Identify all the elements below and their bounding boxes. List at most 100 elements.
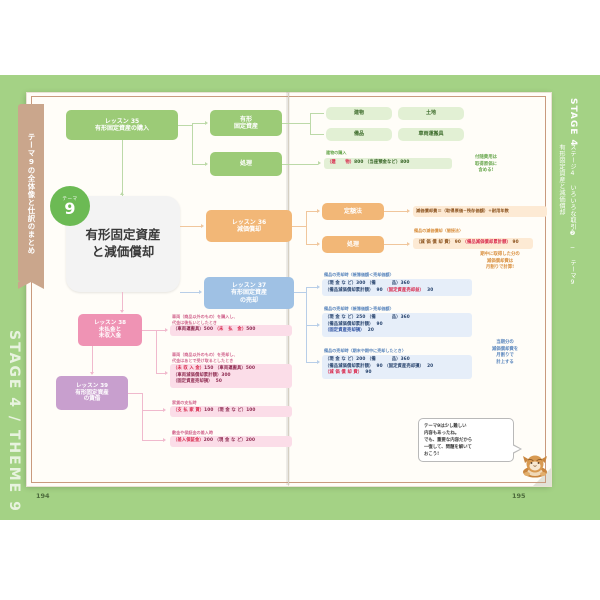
fork-purple-2: [142, 440, 164, 441]
fork-orange-vertical: [306, 211, 307, 245]
fork-pink-2: [156, 373, 166, 374]
fork-blue-1: [306, 287, 318, 288]
arrow-blue-1: [317, 284, 320, 289]
fork-purple-span: [142, 410, 143, 440]
assets-fork-top: [310, 113, 324, 114]
asset-item-3-label: 車両運搬具: [418, 131, 444, 138]
arrow-pink-2: [165, 370, 168, 375]
asset-item-3: 車両運搬具: [398, 128, 464, 141]
blue-journal-entry-1: （現 金 な ど）300 （備 品）360 （備品減価償却累計額） 90 （固定…: [322, 279, 472, 297]
theme-number-badge: テーマ 9: [50, 186, 90, 226]
green-branch-1-label: 有形 固定資産: [233, 115, 258, 131]
pink-caption-1: 車両（商品以外のもの）を購入し、 代金は後払いとしたとき: [172, 314, 238, 326]
arrow-green-entry: [318, 161, 321, 166]
arrow-green-1: [205, 120, 208, 125]
speech-bubble: テーマ9は少し難しい 内容もあったね。 でも、重要な内容だから 一復して、問題を…: [418, 418, 522, 462]
theme-title-line1: 有形固定資産: [85, 227, 161, 243]
green-note: 付随費用は 取得原価に 含める!: [475, 155, 497, 174]
connector-l38-fork: [142, 330, 156, 331]
asset-item-1-label: 土地: [425, 110, 436, 117]
lesson-38-node: レッスン 38 未払金と 未収入金: [78, 314, 142, 346]
fork-orange-bottom: [306, 244, 318, 245]
pink-journal-entry-2: （未 収 入 金）150 （車両運搬具）500 （車両減価償却累計額）300 （…: [170, 364, 292, 388]
arrow-theme-l35: [119, 192, 124, 195]
blue-caption-1: 備品の売却時〈帳簿価額＜売却価額〉: [324, 272, 394, 277]
cat-mascot-icon: [523, 455, 547, 478]
connector-l37-fork: [294, 292, 306, 293]
pink-caption-3: 家賃の支払時: [172, 400, 197, 405]
arrow-blue-3: [317, 359, 320, 364]
arrow-orange-1: [317, 208, 320, 213]
arrow-orange-2: [317, 241, 320, 246]
asset-item-2-label: 備品: [353, 131, 364, 138]
green-branch-1: 有形 固定資産: [210, 110, 282, 136]
left-page-frame: [31, 96, 288, 483]
lesson-39-node: レッスン 39 有形固定資産 の賃借: [56, 376, 128, 410]
connector-theme-l35: [122, 140, 123, 196]
arrow-l38-l39: [89, 372, 94, 375]
green-branch-2-label: 処理: [239, 160, 252, 168]
assets-fork-bottom: [310, 134, 324, 135]
fork-blue-2: [306, 325, 318, 326]
stage-index-tab: STAGE 4 ステージ4 いろいろな取引❷ ─ テーマ9 有形固定資産と減価償…: [556, 92, 578, 292]
lesson-37-node: レッスン 37 有形固定資産 の売却: [204, 277, 294, 309]
arrow-purple-2: [163, 437, 166, 442]
connector-orange-entry: [384, 244, 408, 245]
lesson-37-label: レッスン 37 有形固定資産 の売却: [230, 281, 267, 304]
asset-item-2: 備品: [326, 128, 392, 141]
arrow-green-2: [205, 161, 208, 166]
asset-item-0-label: 建物: [353, 110, 364, 117]
connector-assets: [282, 122, 310, 124]
green-journal-entry: （建 物）800 （当座預金など）800: [324, 158, 452, 169]
speech-bubble-text: テーマ9は少し難しい 内容もあったね。 でも、重要な内容だから 一復して、問題を…: [424, 424, 473, 458]
arrow-blue-2: [317, 322, 320, 327]
orange-entry-caption: 備品の減価償却〈間接法〉: [414, 228, 464, 233]
theme-badge-number: 9: [64, 198, 76, 218]
arrow-theme-l38: [119, 310, 124, 313]
folio-right: 195: [512, 492, 526, 500]
stage-sublabel: ステージ4 いろいろな取引❷ ─ テーマ9 有形固定資産と減価償却: [558, 144, 576, 287]
arrow-pink-1: [165, 327, 168, 332]
pink-journal-entry-3: （支 払 家 賃）100 （現 金 な ど）100: [170, 406, 292, 417]
pink-caption-4: 敷金や保証金の差入時: [172, 430, 213, 435]
fork-pink-vertical: [156, 330, 157, 374]
arrow-theme-l36: [201, 223, 204, 228]
connector-l35-fork: [178, 124, 192, 126]
theme-title-line2: と減価償却: [91, 244, 155, 259]
stage-label: STAGE 4: [568, 98, 578, 147]
connector-theme-l37: [180, 292, 200, 293]
connector-theme-l38: [122, 292, 123, 312]
orange-formula: 減価償却費＝（取得原価−残存価額）÷耐用年数: [413, 206, 547, 217]
blue-caption-3: 備品の売却時〈期末や期中に売却したとき〉: [324, 348, 406, 353]
connector-theme-l36: [180, 226, 202, 227]
lesson-38-label: レッスン 38 未払金と 未収入金: [93, 319, 127, 340]
fork-purple-1: [142, 410, 164, 411]
arrow-purple-1: [163, 407, 166, 412]
asset-item-0: 建物: [326, 107, 392, 120]
fork-orange-top: [306, 211, 318, 212]
connector-green-entry: [282, 163, 318, 165]
fork-green-top: [192, 123, 206, 124]
lesson-35-label: レッスン 35 有形固定資産の購入: [94, 117, 149, 133]
green-branch-2: 処理: [210, 152, 282, 176]
orange-branch-1: 定額法: [322, 203, 384, 220]
arrow-theme-l37: [199, 289, 202, 294]
theme-title: 有形固定資産 と減価償却: [85, 227, 160, 261]
theme-center-node: 有形固定資産 と減価償却: [66, 196, 180, 292]
asset-item-1: 土地: [398, 107, 464, 120]
lesson-36-label: レッスン 36 減価償却: [231, 218, 267, 234]
blue-caption-2: 備品の売却時〈帳簿価額＞売却価額〉: [324, 306, 394, 311]
lesson-35-node: レッスン 35 有形固定資産の購入: [66, 110, 178, 140]
spine-label: STAGE 4 / THEME 9: [6, 330, 22, 513]
connector-orange-formula: [384, 211, 408, 212]
arrow-orange-formula: [407, 208, 410, 213]
connector-l38-l39: [92, 346, 93, 374]
pink-journal-entry-1: （車両運搬具）500 （未 払 金）500: [170, 325, 292, 336]
orange-branch-2: 処理: [322, 236, 384, 253]
green-entry-caption: 建物の購入: [326, 150, 347, 155]
theme-badge-label: テーマ: [62, 196, 78, 202]
right-page-frame: [289, 96, 546, 483]
fork-green-vertical: [192, 123, 193, 165]
fork-pink-1: [156, 330, 166, 331]
